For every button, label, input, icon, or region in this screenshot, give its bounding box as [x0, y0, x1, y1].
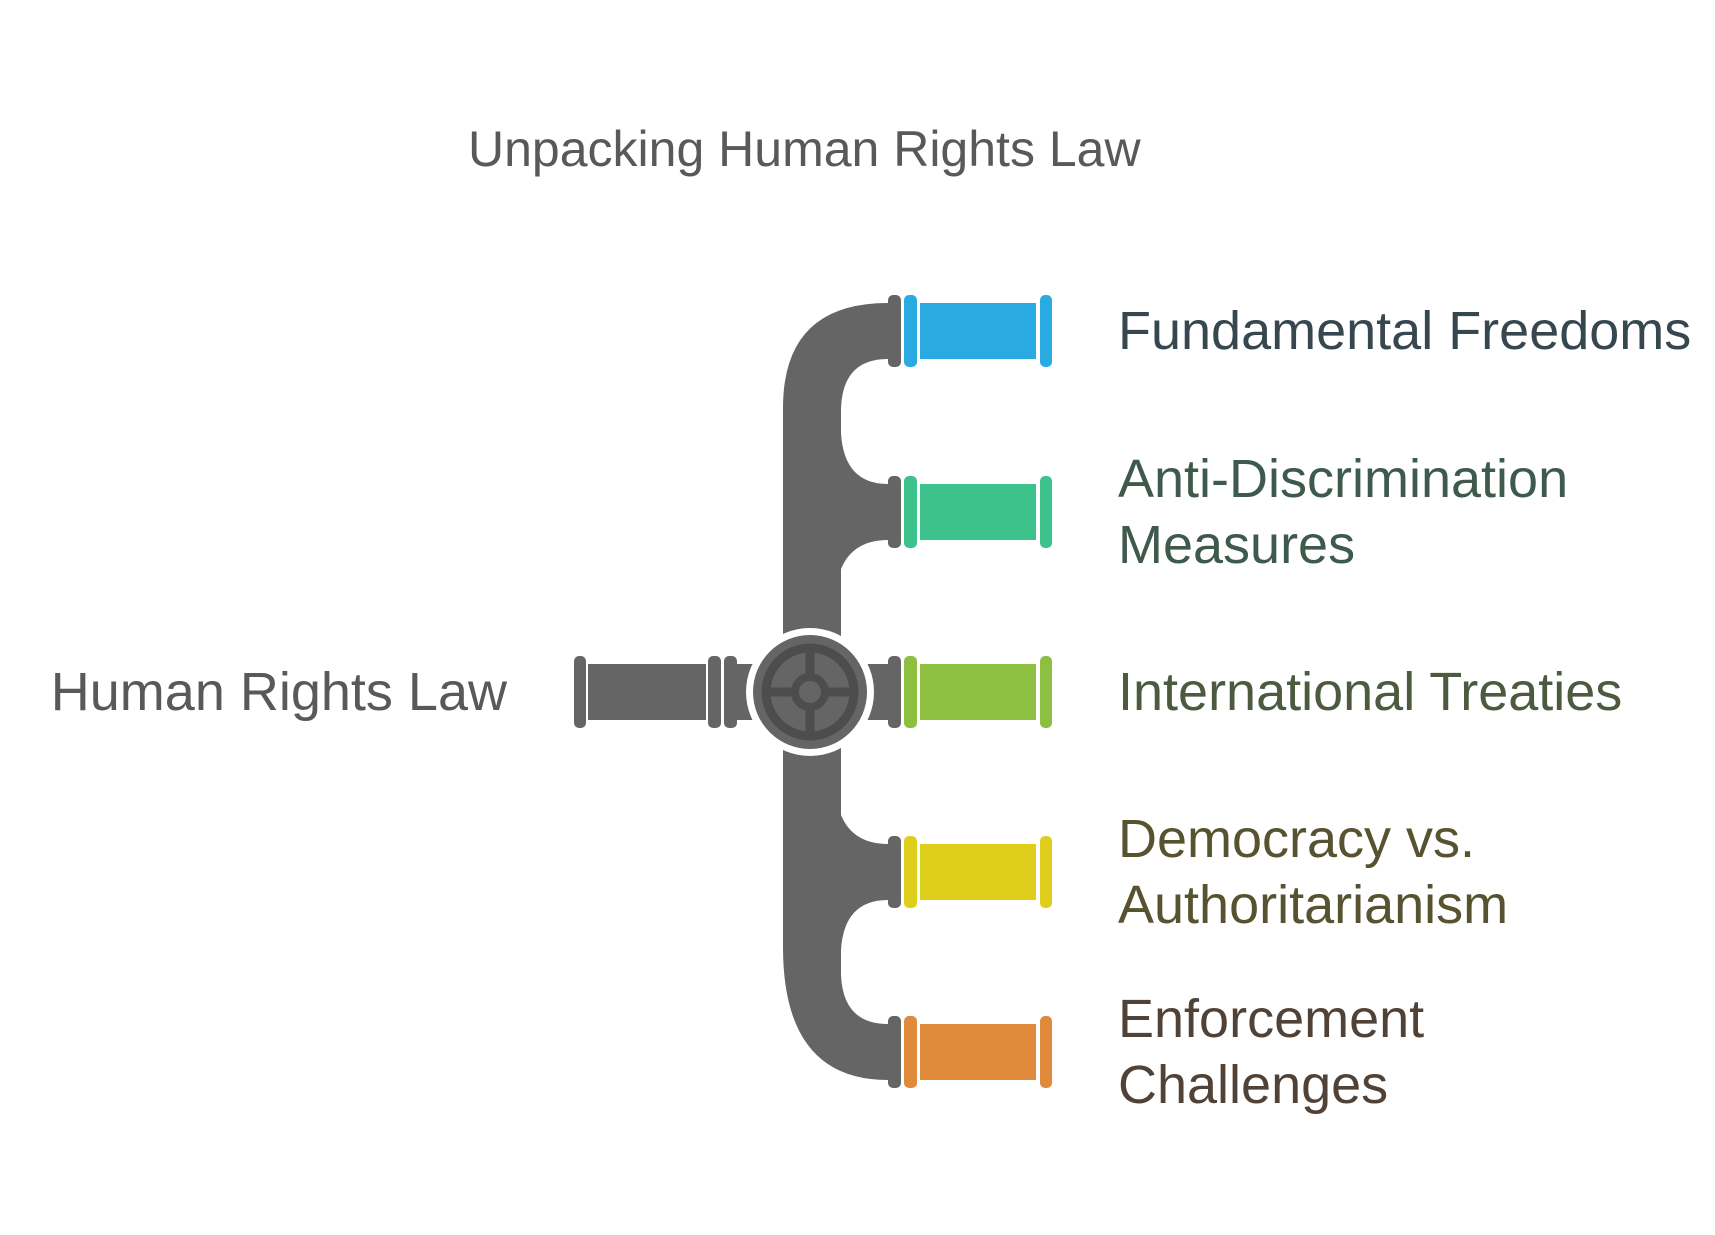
branch-label-line: Enforcement [1118, 989, 1425, 1049]
branch-label-fundamental-freedoms: Fundamental Freedoms [1118, 298, 1691, 364]
root-pipe-flange-1 [708, 656, 721, 728]
branch-5-right-flange [1040, 1016, 1052, 1088]
branch-label-anti-discrimination-measures: Anti-Discrimination Measures [1118, 446, 1568, 578]
root-pipe-left-flange [574, 656, 586, 728]
branch-1-body [920, 303, 1036, 359]
root-pipe-body [588, 664, 706, 720]
branch-3-right-flange [1040, 656, 1052, 728]
valve-wheel-icon [746, 628, 874, 756]
branch-pipe-anti-discrimination [888, 476, 1052, 548]
branch-2-left-flange [904, 476, 917, 548]
valve-hub [791, 673, 829, 711]
branch-label-line: Anti-Discrimination [1118, 449, 1569, 509]
page-title: Unpacking Human Rights Law [468, 121, 1141, 177]
branch-pipe-fundamental-freedoms [888, 295, 1052, 367]
branch-1-left-flange [904, 295, 917, 367]
branch-5-gray-flange [888, 1016, 901, 1088]
branch-2-gray-flange [888, 476, 901, 548]
branch-label-international-treaties: International Treaties [1118, 659, 1622, 725]
branch-3-body [920, 664, 1036, 720]
branch-3-gray-flange [888, 656, 901, 728]
root-pipe-flange-2 [724, 656, 737, 728]
branch-pipe-enforcement-challenges [888, 1016, 1052, 1088]
branch-label-democracy-vs-authoritarianism: Democracy vs. Authoritarianism [1118, 806, 1508, 938]
branch-4-gray-flange [888, 836, 901, 908]
branch-label-line: International Treaties [1118, 662, 1623, 722]
branch-1-gray-flange [888, 295, 901, 367]
root-node-label: Human Rights Law [50, 662, 507, 722]
branch-label-enforcement-challenges: Enforcement Challenges [1118, 986, 1424, 1118]
branch-1-right-flange [1040, 295, 1052, 367]
branch-label-line: Fundamental Freedoms [1118, 301, 1692, 361]
branch-pipe-democracy-vs-authoritarianism [888, 836, 1052, 908]
branch-2-right-flange [1040, 476, 1052, 548]
branch-5-left-flange [904, 1016, 917, 1088]
branch-4-body [920, 844, 1036, 900]
branch-3-left-flange [904, 656, 917, 728]
branch-pipe-international-treaties [888, 656, 1052, 728]
branch-label-line: Authoritarianism [1118, 875, 1509, 935]
branch-4-left-flange [904, 836, 917, 908]
branch-5-body [920, 1024, 1036, 1080]
branch-label-line: Measures [1118, 515, 1356, 575]
branch-label-line: Democracy vs. [1118, 809, 1476, 869]
branch-label-line: Challenges [1118, 1055, 1389, 1115]
branch-4-right-flange [1040, 836, 1052, 908]
branch-2-body [920, 484, 1036, 540]
